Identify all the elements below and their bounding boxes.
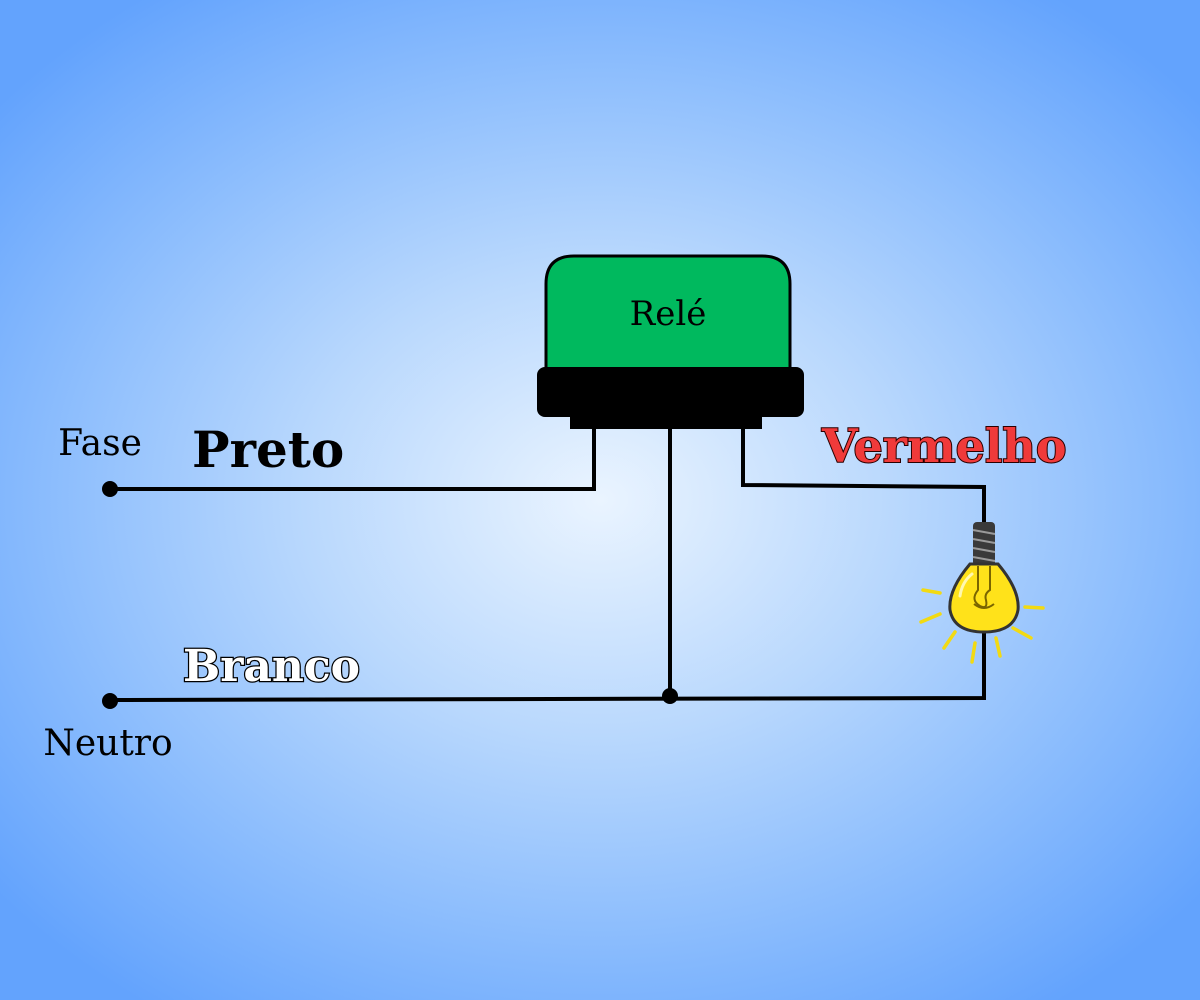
junction-dot [662,688,678,704]
load-wire-label: Vermelho [821,419,1067,473]
relay-label: Relé [630,294,707,334]
photocell-relay: Relé [537,254,804,429]
relay-base [537,367,804,417]
relay-body [544,254,792,374]
phase-wire-label: Preto [192,420,344,479]
neutral-terminal-label: Neutro [43,723,172,764]
load-wire [741,428,986,522]
neutral-wire [109,632,986,702]
phase-terminal-dot [102,481,118,497]
phase-terminal-label: Fase [58,423,142,464]
light-bulb-icon [919,522,1045,664]
relay-base-bottom [570,410,762,429]
phase-wire [110,428,596,491]
neutral-wire-label: Branco [183,641,360,692]
neutral-terminal-dot [102,693,118,709]
